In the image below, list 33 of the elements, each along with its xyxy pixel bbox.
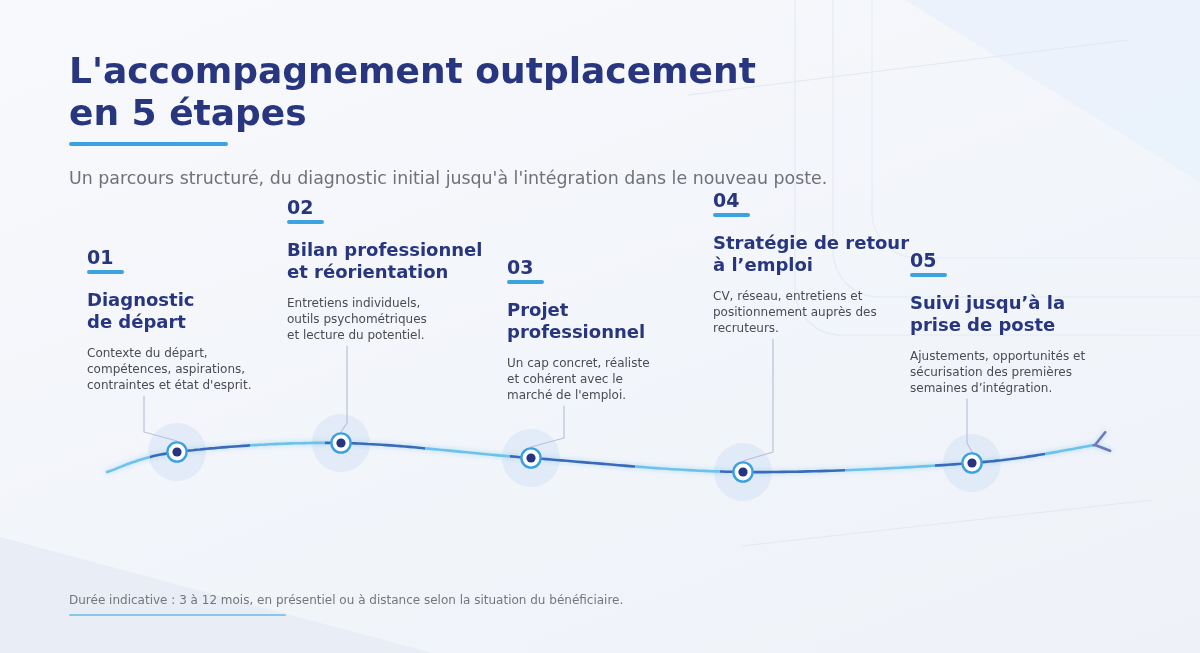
step-number: 05 [910,249,937,271]
step-description: Un cap concret, réaliste et cohérent avec le marché de l'emploi. [507,355,651,403]
timeline-line [540,457,734,474]
step-number: 01 [87,246,114,268]
timeline-marker [961,452,983,474]
timeline-line [105,452,168,474]
step-heading: Suivi jusqu’à la prise de poste [910,292,1067,336]
timeline-line [186,441,332,452]
step-description: Contexte du départ, compétences, aspirations, contraintes et état d'esprit. [87,345,253,393]
timeline-marker [166,441,188,463]
step-number: 02 [287,196,314,218]
timeline-line [981,431,1112,464]
timeline-line [350,442,522,459]
step-heading: Projet professionnel [507,299,647,343]
timeline-line [752,462,963,474]
timeline-marker [520,447,542,469]
step-number: 04 [713,189,740,211]
step-description: Ajustements, opportunités et sécurisation des premières semaines d’intégration. [910,348,1087,396]
footnote: Durée indicative : 3 à 12 mois, en présentiel ou à distance selon la situation du bénéficiaire. [69,592,624,608]
leader-line [742,338,774,462]
leader-line [530,405,565,448]
timeline-marker [732,461,754,483]
leader-line [966,398,973,453]
subtitle: Un parcours structuré, du diagnostic initial jusqu'à l'intégration dans le nouveau poste. [69,167,828,189]
diagram-title: L'accompagnement outplacement en 5 étapes [69,50,757,134]
step-heading: Diagnostic de départ [87,289,196,333]
timeline-marker [330,432,352,454]
step-number: 03 [507,256,534,278]
step-description: Entretiens individuels, outils psychométriques et lecture du potentiel. [287,295,428,343]
step-heading: Bilan professionnel et réorientation [287,239,484,283]
step-description: CV, réseau, entretiens et positionnement auprès des recruteurs. [713,288,878,336]
leader-line [340,345,348,433]
leader-line [143,395,178,442]
